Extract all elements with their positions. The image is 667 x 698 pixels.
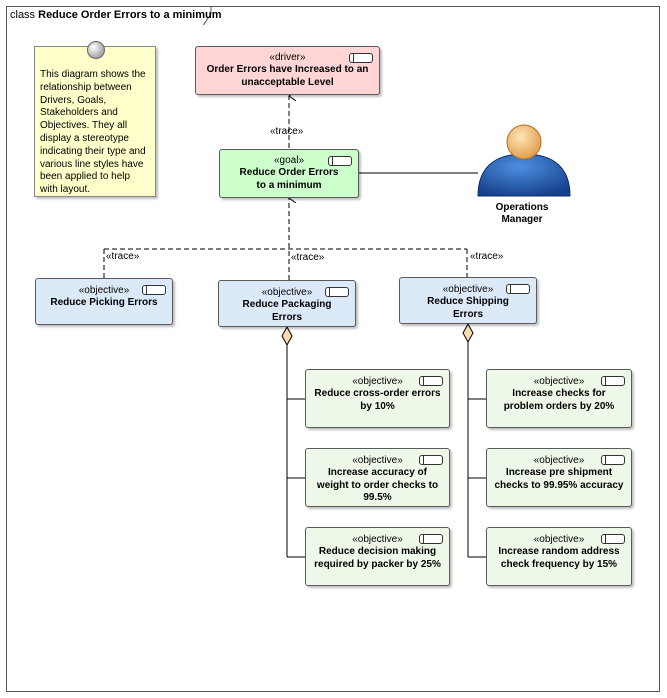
requirement-icon [325,287,349,297]
frame-prefix: class [10,9,36,21]
sub-objective-name: Increase checks for problem orders by 20… [503,388,615,412]
requirement-icon [601,376,625,386]
frame-title: class Reduce Order Errors to a minimum [10,9,222,21]
driver-name: Order Errors have Increased to an unacce… [206,64,369,88]
sub-objective-name: Increase pre shipment checks to 99.95% a… [494,467,624,491]
sub-objective-stereotype: «objective» [533,455,585,466]
sub-objective-cross-order[interactable]: «objective» Reduce cross-order errors by… [305,369,450,428]
objective-shipping-name: Reduce Shipping Errors [427,296,509,320]
objective-packaging-stereotype: «objective» [261,287,313,298]
requirement-icon [349,53,373,63]
goal-element[interactable]: «goal» Reduce Order Errors to a minimum [219,149,359,198]
diagram-note[interactable]: This diagram shows the relationship betw… [34,46,156,197]
sub-objective-stereotype: «objective» [352,534,403,545]
objective-picking[interactable]: «objective» Reduce Picking Errors [35,278,173,325]
requirement-icon [419,534,443,544]
sub-objective-name: Increase accuracy of weight to order che… [316,467,439,503]
note-text: This diagram shows the relationship betw… [40,69,146,196]
requirement-icon [419,455,443,465]
frame-title-text: Reduce Order Errors to a minimum [38,9,222,21]
stakeholder-name: Operations Manager [495,202,549,225]
objective-picking-name: Reduce Picking Errors [50,297,158,308]
requirement-icon [601,455,625,465]
requirement-icon [601,534,625,544]
objective-shipping-stereotype: «objective» [442,284,494,295]
sub-objective-name: Reduce decision making required by packe… [314,546,441,570]
sub-objective-name: Increase random address check frequency … [498,546,620,570]
sub-objective-problem-orders[interactable]: «objective» Increase checks for problem … [486,369,632,428]
sub-objective-weight-accuracy[interactable]: «objective» Increase accuracy of weight … [305,448,450,507]
trace-shipping-label: «trace» [470,251,504,262]
sub-objective-stereotype: «objective» [352,455,403,466]
requirement-icon [419,376,443,386]
requirement-icon [328,156,352,166]
note-pin-icon [87,41,105,59]
trace-goal-driver-label: «trace» [270,126,304,137]
sub-objective-packer-decisions[interactable]: «objective» Reduce decision making requi… [305,527,450,586]
objective-shipping[interactable]: «objective» Reduce Shipping Errors [399,277,537,324]
sub-objective-address-check[interactable]: «objective» Increase random address chec… [486,527,632,586]
sub-objective-stereotype: «objective» [533,534,585,545]
objective-picking-stereotype: «objective» [78,285,130,296]
trace-packaging-label: «trace» [291,252,325,263]
packaging-aggregation-diamond [281,325,293,347]
shipping-aggregation-diamond [462,322,474,344]
frame-tab [6,6,212,25]
objective-packaging-name: Reduce Packaging Errors [242,299,332,323]
goal-name: Reduce Order Errors to a minimum [239,167,339,191]
goal-stereotype: «goal» [273,155,305,166]
driver-stereotype: «driver» [269,52,306,63]
sub-objective-pre-shipment[interactable]: «objective» Increase pre shipment checks… [486,448,632,507]
trace-picking-label: «trace» [106,251,140,262]
objective-packaging[interactable]: «objective» Reduce Packaging Errors [218,280,356,327]
stakeholder-actor-icon[interactable] [476,122,572,200]
diagram-frame [6,6,660,692]
sub-objective-name: Reduce cross-order errors by 10% [314,388,441,412]
driver-element[interactable]: «driver» Order Errors have Increased to … [195,46,380,95]
sub-objective-stereotype: «objective» [352,376,403,387]
sub-objective-stereotype: «objective» [533,376,585,387]
requirement-icon [142,285,166,295]
requirement-icon [506,284,530,294]
